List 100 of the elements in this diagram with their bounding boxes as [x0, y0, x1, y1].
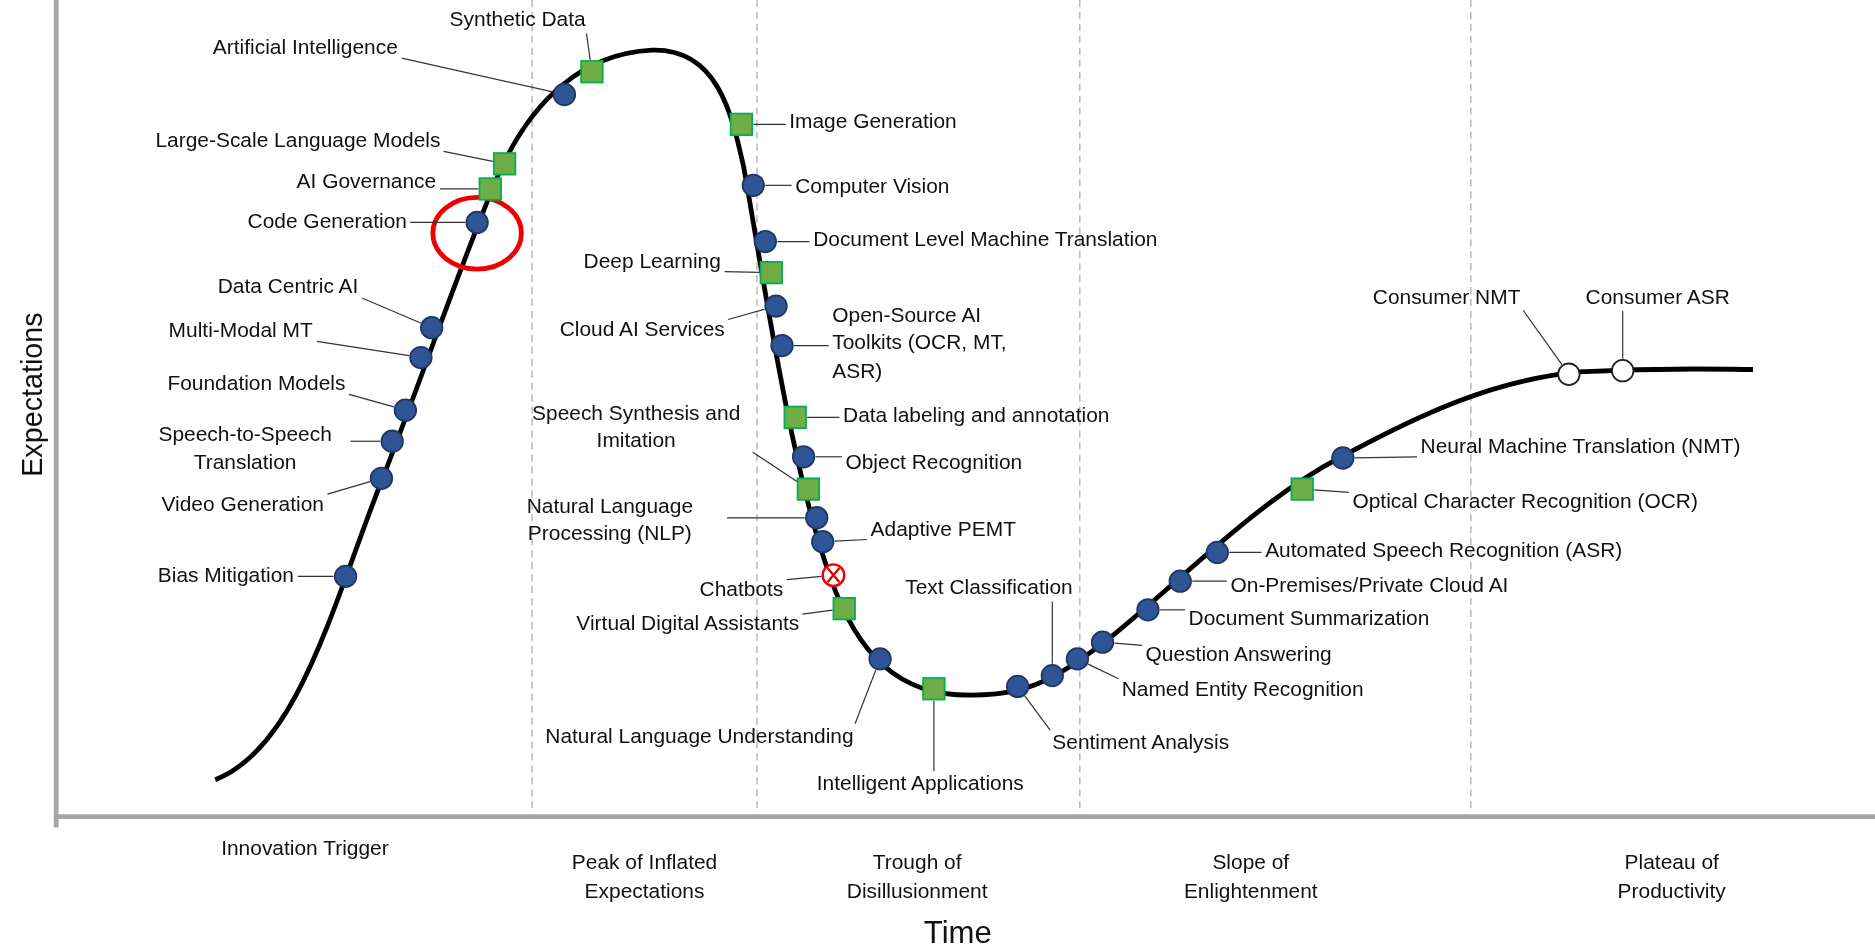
leader-line: [1228, 551, 1263, 554]
leader-line: [1622, 310, 1624, 360]
technology-label: Synthetic Data: [449, 6, 586, 35]
leader-line: [1354, 456, 1418, 459]
circle-marker: [369, 466, 394, 490]
leader-line: [776, 240, 811, 243]
leader-line: [814, 456, 843, 458]
leader-line: [1087, 663, 1120, 680]
circle-marker: [1168, 569, 1192, 593]
leader-line: [764, 184, 793, 186]
leader-line: [933, 700, 935, 772]
leader-line: [585, 32, 591, 61]
technology-label: Chatbots: [699, 575, 784, 604]
circle-marker: [1136, 598, 1160, 622]
technology-label: Adaptive PEMT: [870, 515, 1016, 544]
technology-label: Automated Speech Recognition (ASR): [1265, 536, 1623, 566]
technology-label: Neural Machine Translation (NMT): [1420, 432, 1741, 462]
technology-label: Artificial Intelligence: [212, 33, 398, 62]
technology-label: Deep Learning: [583, 247, 721, 276]
square-marker: [759, 261, 783, 285]
square-marker: [832, 597, 856, 621]
circle-marker: [1331, 446, 1355, 470]
circle-marker: [770, 333, 794, 358]
circle-marker: [753, 229, 777, 254]
leader-line: [1113, 642, 1143, 647]
technology-label: Multi-Modal MT: [168, 316, 313, 346]
square-marker: [492, 152, 517, 176]
technology-label: Image Generation: [789, 107, 957, 136]
technology-label: Consumer NMT: [1372, 283, 1521, 312]
technology-label: Natural Language Understanding: [545, 722, 854, 751]
technology-label: Video Generation: [161, 490, 324, 519]
leader-line: [1051, 600, 1053, 665]
technology-label: Speech-to-Speech Translation: [143, 420, 347, 477]
hollow-circle-marker: [1557, 362, 1581, 386]
leader-line: [1191, 580, 1228, 582]
technology-label: Data Centric AI: [217, 272, 359, 301]
leader-line: [316, 340, 410, 357]
hollow-circle-marker: [1611, 359, 1635, 383]
circle-marker: [420, 316, 444, 340]
leader-line: [1024, 695, 1051, 731]
phase-label: Trough of Disillusionment: [845, 849, 989, 905]
leader-line: [834, 538, 868, 542]
technology-label: Natural Language Processing (NLP): [496, 492, 724, 549]
circle-marker: [393, 398, 418, 422]
circle-marker: [1205, 540, 1229, 565]
leader-line: [1159, 609, 1186, 611]
technology-label: Data labeling and annotation: [843, 401, 1110, 431]
leader-line: [349, 440, 381, 442]
circle-marker: [811, 530, 835, 554]
square-marker: [922, 677, 946, 701]
technology-label: Named Entity Recognition: [1121, 675, 1364, 704]
technology-label: On-Premises/Private Cloud AI: [1230, 571, 1509, 600]
technology-label: Virtual Digital Assistants: [576, 609, 800, 639]
crossed-circle-marker: [821, 563, 846, 588]
circle-marker: [409, 345, 433, 370]
circle-marker: [791, 445, 816, 469]
leader-line: [326, 481, 371, 495]
square-marker: [478, 177, 502, 201]
circle-marker: [1040, 663, 1064, 688]
phase-label: Peak of Inflated Expectations: [570, 849, 719, 905]
phase-label: Slope of Enlightenment: [1182, 849, 1319, 905]
technology-label: Speech Synthesis and Imitation: [522, 398, 750, 456]
circle-marker: [1065, 647, 1090, 671]
phase-label: Innovation Trigger: [220, 834, 390, 862]
square-marker: [796, 477, 820, 501]
technology-label: Intelligent Applications: [816, 770, 1024, 799]
technology-label: AI Governance: [296, 167, 437, 196]
technology-label: Large-Scale Language Models: [155, 126, 441, 155]
technology-label: Object Recognition: [845, 448, 1023, 477]
leader-line: [401, 57, 554, 93]
leader-line: [726, 517, 806, 519]
leader-line: [752, 123, 787, 125]
circle-marker: [333, 564, 358, 589]
leader-line: [1522, 309, 1563, 366]
leader-line: [297, 575, 335, 577]
leader-line: [801, 609, 833, 615]
technology-label: Foundation Models: [167, 369, 346, 398]
leader-line: [348, 393, 395, 408]
leader-line: [854, 669, 877, 725]
technology-label: Sentiment Analysis: [1052, 728, 1230, 757]
square-marker: [783, 405, 807, 429]
circle-marker: [465, 210, 489, 235]
technology-label: Code Generation: [247, 208, 407, 237]
circle-marker: [805, 506, 829, 530]
leader-line: [806, 416, 841, 418]
technology-label: Consumer ASR: [1585, 283, 1730, 312]
technology-label: Computer Vision: [795, 172, 950, 201]
leader-line: [361, 297, 422, 324]
leader-line: [786, 575, 823, 581]
axis-title: Expectations: [14, 312, 49, 477]
technology-label: Document Level Machine Translation: [813, 226, 1158, 255]
square-marker: [580, 60, 604, 84]
circle-marker: [1090, 630, 1115, 654]
technology-label: Cloud AI Services: [559, 315, 725, 344]
circle-marker: [552, 82, 577, 107]
leader-line: [442, 150, 494, 163]
circle-marker: [380, 429, 404, 453]
leader-line: [439, 188, 479, 190]
phase-label: Plateau of Productivity: [1616, 849, 1727, 905]
technology-label: Bias Mitigation: [157, 562, 294, 591]
